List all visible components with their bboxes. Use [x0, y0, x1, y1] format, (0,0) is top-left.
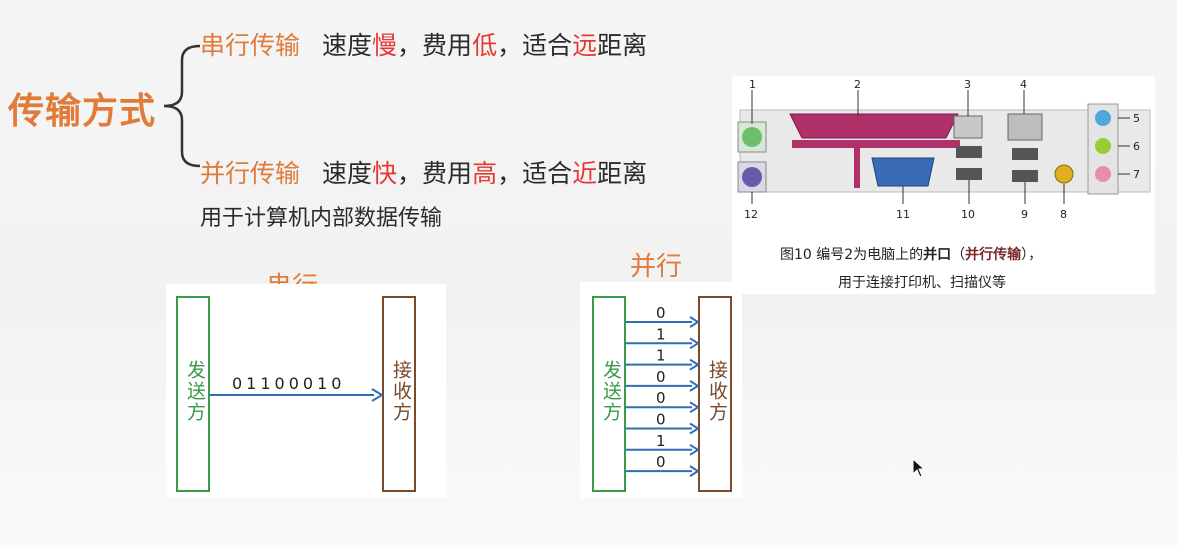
port-number-12: 12: [744, 208, 758, 221]
parallel-arrow-head: [689, 465, 700, 477]
caption-open: （: [951, 247, 966, 263]
parallel-arrow-head: [689, 380, 700, 392]
usb-port-icon: [956, 168, 982, 180]
serial-receiver-box: [382, 296, 416, 492]
parallel-port-icon: [789, 113, 959, 139]
port-number-3: 3: [964, 78, 971, 91]
port-number-11: 11: [896, 208, 910, 221]
parallel-bit-label: 0: [656, 389, 666, 407]
serial-speed-prefix: 速度: [322, 31, 373, 60]
lan-port-icon: [1007, 113, 1043, 141]
coax-port-icon: [1054, 164, 1074, 184]
port-number-7: 7: [1133, 168, 1140, 181]
parallel-distance-prefix: ，适合: [497, 159, 573, 188]
mouse-cursor-icon: [912, 458, 926, 478]
port-number-8: 8: [1060, 208, 1067, 221]
parallel-row: 并行传输速度快，费用高，适合近距离: [200, 154, 647, 190]
port-number-1: 1: [749, 78, 756, 91]
parallel-bit-label: 0: [656, 411, 666, 429]
parallel-arrow-head: [689, 443, 700, 456]
parallel-note: 用于计算机内部数据传输: [200, 206, 443, 231]
parallel-cost-value: 高: [472, 159, 498, 188]
serial-distance-value: 远: [572, 31, 598, 60]
photo-caption-line1: 图10 编号2为电脑上的并口（并行传输），: [780, 244, 1042, 264]
audio-in-port-icon: [1095, 110, 1111, 126]
port-number-4: 4: [1020, 78, 1027, 91]
parallel-bit-label: 1: [656, 347, 666, 365]
serial-sender-label: 发送方: [184, 360, 206, 423]
parallel-receiver-label: 接收方: [706, 360, 728, 423]
motherboard-ports-image: 1 2 3 4 5 6 7 8 9 10 11 12: [737, 78, 1151, 221]
parallel-arrow-head: [689, 422, 700, 435]
parallel-cost-prefix: ，费用: [397, 159, 473, 188]
parallel-sender-box: [592, 296, 626, 492]
caption-bold: 并口: [923, 247, 952, 263]
parallel-bit-label: 0: [656, 453, 666, 471]
parallel-bit-label: 1: [656, 325, 666, 343]
serial-cost-value: 低: [472, 31, 498, 60]
port-number-10: 10: [961, 208, 975, 221]
firewire-port-icon: [953, 115, 983, 139]
parallel-diagram: 发送方 接收方 0 1 1 0 0 0 1 0: [580, 282, 742, 498]
parallel-arrows: 0 1 1 0 0 0 1 0: [626, 304, 700, 477]
port-number-9: 9: [1021, 208, 1028, 221]
caption-prefix: 图10 编号2为电脑上的: [780, 247, 924, 263]
main-title: 传输方式: [8, 91, 157, 132]
parallel-sender-label: 发送方: [600, 360, 622, 423]
parallel-arrow-head: [689, 358, 700, 371]
parallel-bit-label: 0: [656, 304, 666, 322]
serial-speed-value: 慢: [372, 31, 398, 60]
serial-row: 串行传输速度慢，费用低，适合远距离: [200, 26, 647, 62]
audio-out-port-icon: [1095, 138, 1111, 154]
port-number-2: 2: [854, 78, 861, 91]
parallel-label: 并行传输: [200, 159, 301, 188]
parallel-distance-suffix: 距离: [597, 159, 648, 188]
serial-arrow: [210, 388, 384, 402]
serial-cost-prefix: ，费用: [397, 31, 473, 60]
parallel-bit-label: 1: [656, 432, 666, 450]
serial-diagram: 发送方 接收方 01100010: [166, 284, 446, 498]
serial-bits: 01100010: [232, 374, 346, 393]
port-number-5: 5: [1133, 112, 1140, 125]
parallel-distance-value: 近: [572, 159, 598, 188]
serial-receiver-label: 接收方: [390, 360, 412, 423]
parallel-arrow-head: [689, 316, 700, 328]
port-number-6: 6: [1133, 140, 1140, 153]
parallel-arrow-head: [689, 401, 700, 414]
mic-port-icon: [1095, 166, 1111, 182]
serial-distance-prefix: ，适合: [497, 31, 573, 60]
serial-sender-box: [176, 296, 210, 492]
parallel-arrow-head: [689, 337, 700, 350]
parallel-receiver-box: [698, 296, 732, 492]
parallel-bit-label: 0: [656, 368, 666, 386]
brace-icon: [163, 44, 201, 168]
ports-photo-panel: 1 2 3 4 5 6 7 8 9 10 11 12 图10 编号2为电脑上的并…: [732, 76, 1155, 294]
parallel-diagram-title: 并行: [630, 252, 683, 282]
serial-label: 串行传输: [200, 31, 301, 60]
parallel-speed-prefix: 速度: [322, 159, 373, 188]
vga-port-icon: [871, 157, 935, 187]
caption-close: ），: [1021, 247, 1043, 263]
serial-distance-suffix: 距离: [597, 31, 648, 60]
photo-caption-line2: 用于连接打印机、扫描仪等: [838, 275, 1006, 291]
caption-paren: 并行传输: [965, 247, 1022, 263]
parallel-speed-value: 快: [372, 159, 398, 188]
